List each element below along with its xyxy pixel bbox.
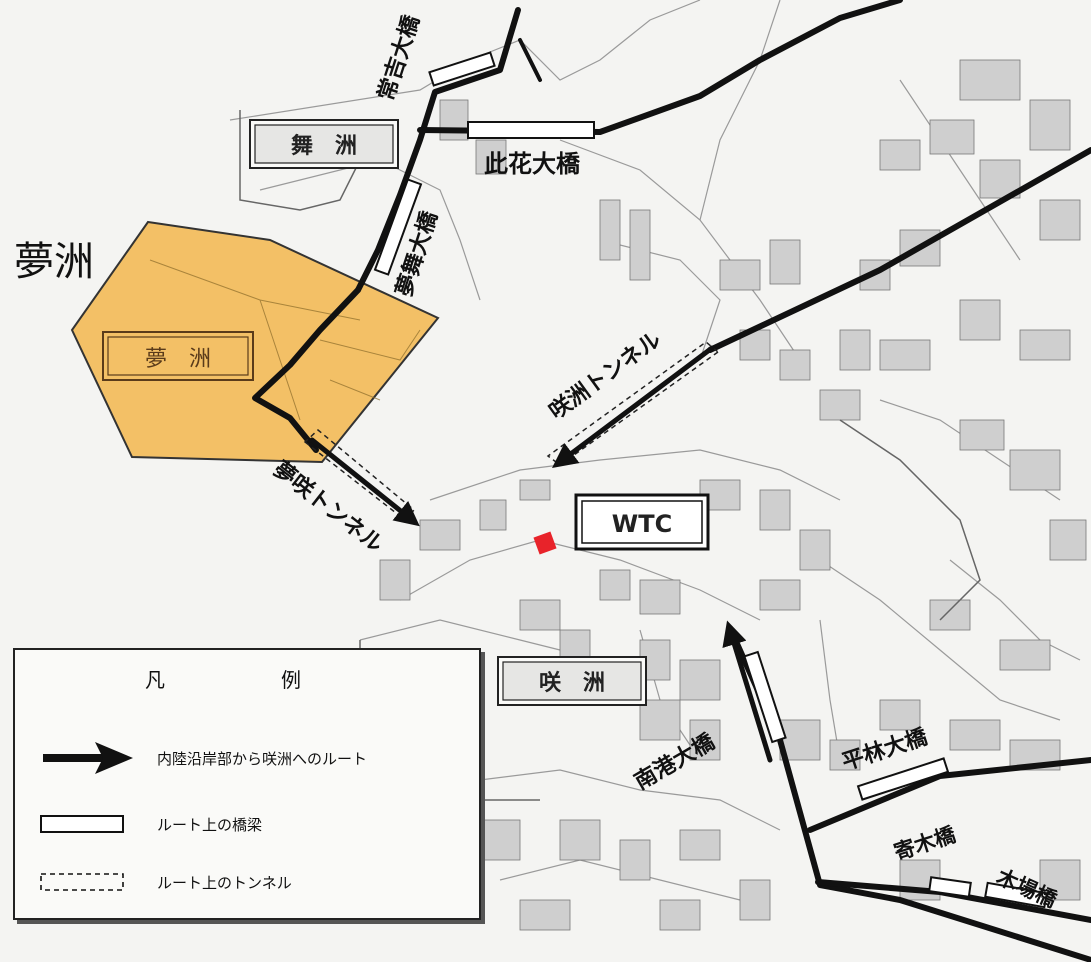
tunnels <box>303 341 720 522</box>
arrow-icon <box>43 742 133 774</box>
legend-label-route: 内陸沿岸部から咲洲へのルート <box>157 750 368 768</box>
wtc-marker <box>533 531 557 555</box>
place-box-wtc: WTC <box>574 493 710 551</box>
route-tsuneyoshi-maishima <box>355 7 521 293</box>
legend-item-tunnel: ルート上のトンネル <box>15 862 479 902</box>
place-box-yumeshima: 夢 洲 <box>102 331 254 381</box>
label-sakishima-tunnel: 咲洲トンネル <box>544 326 666 424</box>
legend-label-bridge: ルート上の橋梁 <box>157 816 263 834</box>
bridge-nanko-symbol <box>743 650 787 744</box>
map-legend: 凡 例 内陸沿岸部から咲洲へのルート ルート上の橋梁 ルート上のトンネル <box>13 648 481 920</box>
place-name-yumeshima: 夢 洲 <box>145 347 211 372</box>
legend-title: 凡 例 <box>145 668 349 692</box>
tunnel-symbol-icon <box>40 873 124 891</box>
label-konohana-bridge: 此花大橋 <box>484 150 581 178</box>
place-box-sakishima: 咲 洲 <box>497 656 647 706</box>
bridge-kiba-symbol <box>984 881 1048 909</box>
place-name-maishima: 舞 洲 <box>291 133 357 159</box>
bridge-tsuneyoshi-symbol <box>428 51 496 87</box>
bridge-kigi-symbol <box>928 876 972 898</box>
arrow-sakishima-tunnel <box>552 345 715 468</box>
route-maishima-yumeshima <box>252 287 361 453</box>
bridge-hirabayashi-symbol <box>856 757 950 801</box>
tunnel-sakishima-outline <box>546 341 720 466</box>
arrow-nanko-up <box>722 620 773 763</box>
arrow-yumesaki-tunnel <box>309 437 420 527</box>
area-label-yumeshima: 夢洲 <box>14 239 94 285</box>
legend-label-tunnel: ルート上のトンネル <box>157 874 292 892</box>
place-name-wtc: WTC <box>612 510 672 538</box>
bridge-yumemai-symbol <box>373 178 423 276</box>
label-yumesaki-tunnel: 夢咲トンネル <box>268 456 388 557</box>
bridge-symbols <box>373 51 1048 909</box>
route-sakishima-tunnel-main <box>707 147 1091 353</box>
bridge-symbol-icon <box>40 815 124 833</box>
bridge-konohana-symbol <box>467 121 595 139</box>
tunnel-yumesaki-outline <box>303 429 416 522</box>
place-box-maishima: 舞 洲 <box>249 119 399 169</box>
legend-item-bridge: ルート上の橋梁 <box>15 804 479 844</box>
yumeshima-area <box>70 220 440 464</box>
yumeshima-inner-lines <box>149 259 421 421</box>
label-kigi-bridge: 寄木橋 <box>891 822 959 865</box>
route-hirabayashi <box>807 757 1091 833</box>
place-name-sakishima: 咲 洲 <box>539 670 605 696</box>
tunnel-route-arrows <box>309 345 773 763</box>
route-kaiho-branch <box>518 38 542 82</box>
city-blocks <box>379 59 1087 931</box>
legend-item-route: 内陸沿岸部から咲洲へのルート <box>15 738 479 778</box>
